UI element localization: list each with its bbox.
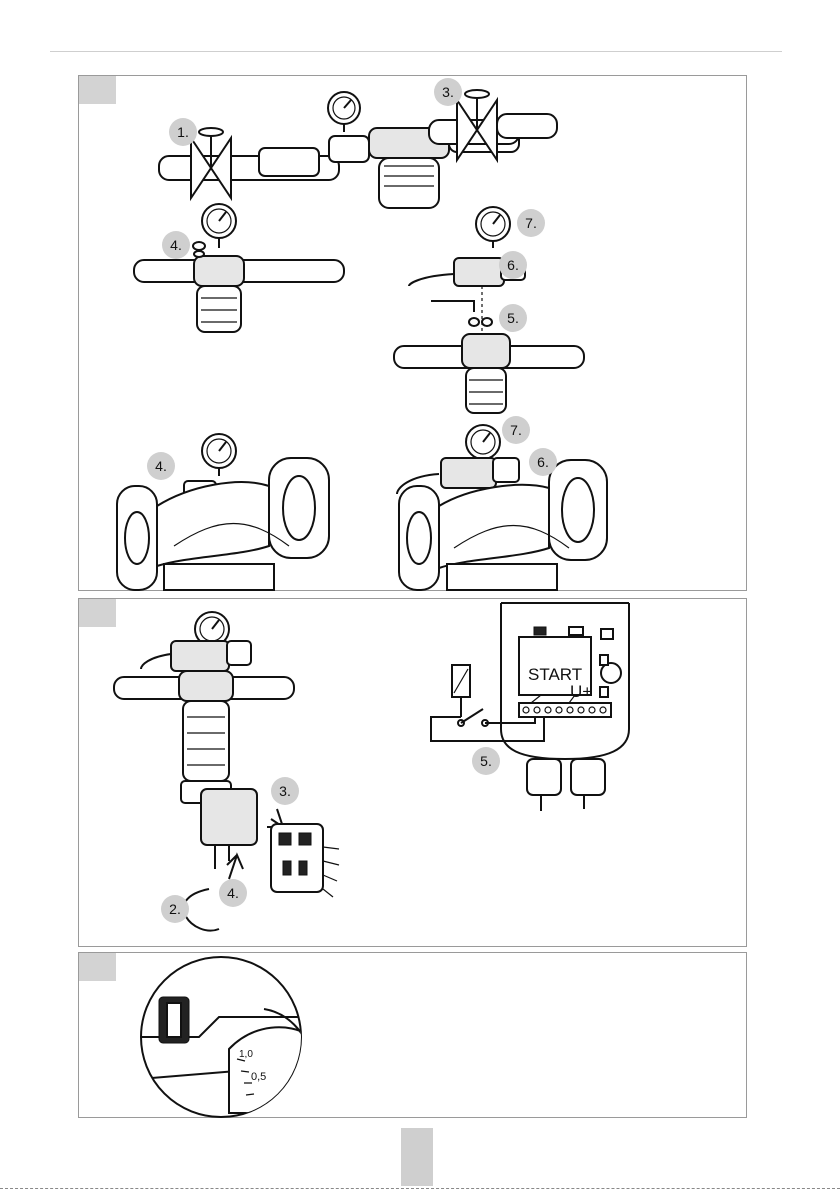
step-badge-2: 2. xyxy=(161,895,189,923)
step-badge-1: 1. xyxy=(169,118,197,146)
step-badge-5: 5. xyxy=(472,747,500,775)
flange-body-right xyxy=(397,425,607,590)
panel-installation: 1. 3. 4. 7. 6. 5. 4. 7. 6. xyxy=(78,75,747,591)
step-badge-5-upper: 5. xyxy=(499,304,527,332)
panel-wiring: 3. 4. 2. 5. START U+ xyxy=(78,598,747,947)
step-badge-7-upper: 7. xyxy=(517,209,545,237)
installation-illustration xyxy=(79,76,746,590)
filter-left xyxy=(134,204,344,332)
panel-dial-setting: 0,5 1,0 xyxy=(78,952,747,1118)
step-badge-4: 4. xyxy=(219,879,247,907)
dial-label-one: 1,0 xyxy=(239,1049,253,1060)
wiring-illustration xyxy=(79,599,746,946)
page-number-tab xyxy=(401,1128,433,1186)
step-badge-4-lower: 4. xyxy=(147,452,175,480)
top-pipeline xyxy=(159,90,557,208)
dial-illustration xyxy=(79,953,746,1117)
terminal-housing xyxy=(501,603,629,811)
step-badge-3: 3. xyxy=(434,78,462,106)
step-badge-6-upper: 6. xyxy=(499,251,527,279)
footer-cut-line xyxy=(0,1188,840,1189)
header-rule xyxy=(50,51,782,52)
control-box xyxy=(271,824,339,897)
filter-assembly xyxy=(114,612,294,931)
step-badge-3: 3. xyxy=(271,777,299,805)
step-badge-7-lower: 7. xyxy=(502,416,530,444)
terminal-label-uplus: U+ xyxy=(570,682,592,702)
step-badge-4-upper: 4. xyxy=(162,231,190,259)
step-badge-6-lower: 6. xyxy=(529,448,557,476)
filter-right xyxy=(394,207,584,413)
terminal-row xyxy=(519,703,611,717)
dial-label-half: 0,5 xyxy=(251,1071,266,1083)
